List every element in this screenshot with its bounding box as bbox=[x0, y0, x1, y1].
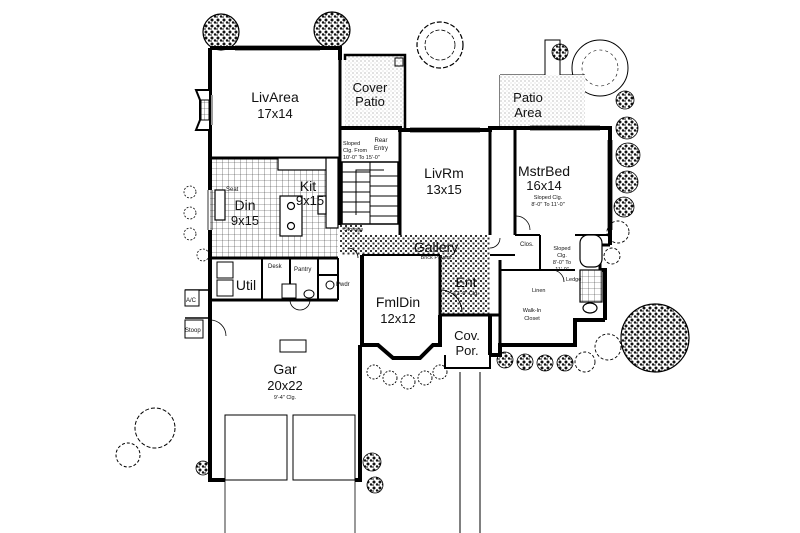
fireplace bbox=[194, 89, 211, 131]
label-patio-area-1: Patio bbox=[513, 90, 543, 105]
room-size-mstrbed: 16x14 bbox=[526, 178, 561, 193]
room-name-livarea: LivArea bbox=[251, 89, 299, 105]
room-name-fmldin: FmlDin bbox=[376, 294, 420, 310]
label-desk: Desk bbox=[268, 264, 283, 270]
note-mstrbed-2: 8'-0" To 11'-0" bbox=[531, 202, 564, 208]
tree-shrub bbox=[603, 247, 621, 265]
label-walk-in-closet-1: Walk-In bbox=[523, 308, 541, 314]
tree-shrub bbox=[615, 170, 639, 194]
room-name-mstrbed: MstrBed bbox=[518, 163, 570, 179]
tree-shrub bbox=[432, 364, 448, 380]
note-sloped-clg-2d: 11'-0" bbox=[555, 267, 569, 273]
note-gar-clg: 9'-4" Clg. bbox=[274, 395, 297, 401]
tree-shrub bbox=[620, 303, 690, 373]
tree-shrub bbox=[416, 21, 464, 69]
tree-shrub bbox=[400, 374, 416, 390]
tree-shrub bbox=[183, 206, 197, 220]
room-labels: LivArea 17x14 Cover Patio Patio Area Slo… bbox=[185, 80, 581, 401]
tree-shrub bbox=[417, 370, 433, 386]
tree-shrub bbox=[134, 407, 176, 449]
tree-shrub bbox=[571, 39, 629, 97]
tree-shrub bbox=[202, 13, 240, 51]
tree-shrub bbox=[615, 116, 639, 140]
tree-shrub bbox=[516, 353, 534, 371]
note-brick-pavers: Brick Pavers bbox=[421, 255, 452, 261]
tree-shrub bbox=[615, 90, 635, 110]
room-size-kit: 9x15 bbox=[296, 193, 324, 208]
room-name-gallery: Gallery bbox=[414, 239, 458, 255]
tree-shrub bbox=[366, 476, 384, 494]
windows bbox=[207, 45, 613, 230]
label-walk-in-closet-2: Closet bbox=[524, 316, 540, 322]
tree-shrub bbox=[594, 333, 622, 361]
label-seat: Seat bbox=[226, 187, 239, 193]
note-sloped-clg-2a: Sloped bbox=[553, 246, 570, 252]
room-size-gar: 20x22 bbox=[267, 378, 302, 393]
tree-shrub bbox=[574, 351, 596, 373]
master-bath-fixtures bbox=[579, 234, 603, 314]
tree-shrub bbox=[613, 196, 635, 218]
label-cov-por-2: Por. bbox=[455, 343, 478, 358]
label-clos: Clos. bbox=[520, 242, 534, 248]
door-swings bbox=[209, 215, 565, 337]
walkways bbox=[224, 39, 585, 533]
label-cov-por-1: Cov. bbox=[454, 328, 480, 343]
room-name-din: Din bbox=[234, 197, 255, 213]
label-ledge: Ledge bbox=[566, 277, 581, 283]
tree-shrub bbox=[183, 185, 197, 199]
tree-shrub bbox=[366, 364, 382, 380]
tree-shrub bbox=[195, 460, 211, 476]
label-pwdr: Pwdr bbox=[336, 282, 350, 288]
tree-shrub bbox=[615, 142, 641, 168]
room-name-util: Util bbox=[236, 277, 256, 293]
label-cover-patio-2: Patio bbox=[355, 94, 385, 109]
tree-shrub bbox=[424, 29, 456, 61]
label-ac: A/C bbox=[186, 298, 197, 304]
note-ent-clg: 12'-0" Clg. bbox=[453, 291, 479, 297]
room-size-livrm: 13x15 bbox=[426, 182, 461, 197]
gallery-floor bbox=[360, 235, 490, 255]
label-rear-entry-1: Rear bbox=[374, 138, 387, 144]
note-sloped-clg-1c: 10'-0" To 15'-0" bbox=[343, 155, 380, 161]
tree-shrub bbox=[313, 11, 351, 49]
tree-shrub bbox=[115, 442, 141, 468]
room-size-din: 9x15 bbox=[231, 213, 259, 228]
tree-shrub bbox=[196, 248, 210, 262]
label-storage: Storage bbox=[344, 227, 363, 233]
note-mstrbed-1: Sloped Clg. bbox=[534, 195, 563, 201]
label-patio-area-2: Area bbox=[514, 105, 542, 120]
room-name-ent: Ent bbox=[455, 274, 476, 290]
note-sloped-clg-1b: Clg. From bbox=[343, 148, 368, 154]
staircase bbox=[341, 161, 399, 225]
kitchen-fixtures bbox=[214, 157, 339, 237]
room-name-livrm: LivRm bbox=[424, 165, 464, 181]
room-size-livarea: 17x14 bbox=[257, 106, 292, 121]
note-sloped-clg-2c: 8'-0" To bbox=[553, 260, 571, 266]
utility-fixtures bbox=[184, 261, 335, 339]
tree-shrub bbox=[362, 452, 382, 472]
tree-shrub bbox=[536, 354, 554, 372]
landscaping bbox=[115, 11, 690, 494]
note-sloped-clg-1a: Sloped bbox=[343, 141, 360, 147]
label-pantry: Pantry bbox=[294, 267, 311, 273]
tree-shrub bbox=[581, 49, 619, 87]
tree-shrub bbox=[382, 370, 398, 386]
room-name-gar: Gar bbox=[273, 361, 297, 377]
tree-shrub bbox=[556, 354, 574, 372]
garage-doors bbox=[224, 339, 356, 481]
tree-shrub bbox=[183, 227, 197, 241]
label-stoop: Stoop bbox=[185, 328, 201, 334]
storage-floor bbox=[340, 225, 362, 255]
label-cover-patio-1: Cover bbox=[353, 80, 388, 95]
label-linen: Linen bbox=[532, 288, 545, 294]
room-name-kit: Kit bbox=[300, 178, 316, 194]
kitchen-dining-tile bbox=[210, 158, 338, 258]
tree-shrub bbox=[606, 220, 630, 244]
note-sloped-clg-2b: Clg. bbox=[557, 253, 567, 259]
room-size-fmldin: 12x12 bbox=[380, 311, 415, 326]
entry-floor bbox=[440, 255, 490, 315]
label-rear-entry-2: Entry bbox=[374, 146, 388, 152]
